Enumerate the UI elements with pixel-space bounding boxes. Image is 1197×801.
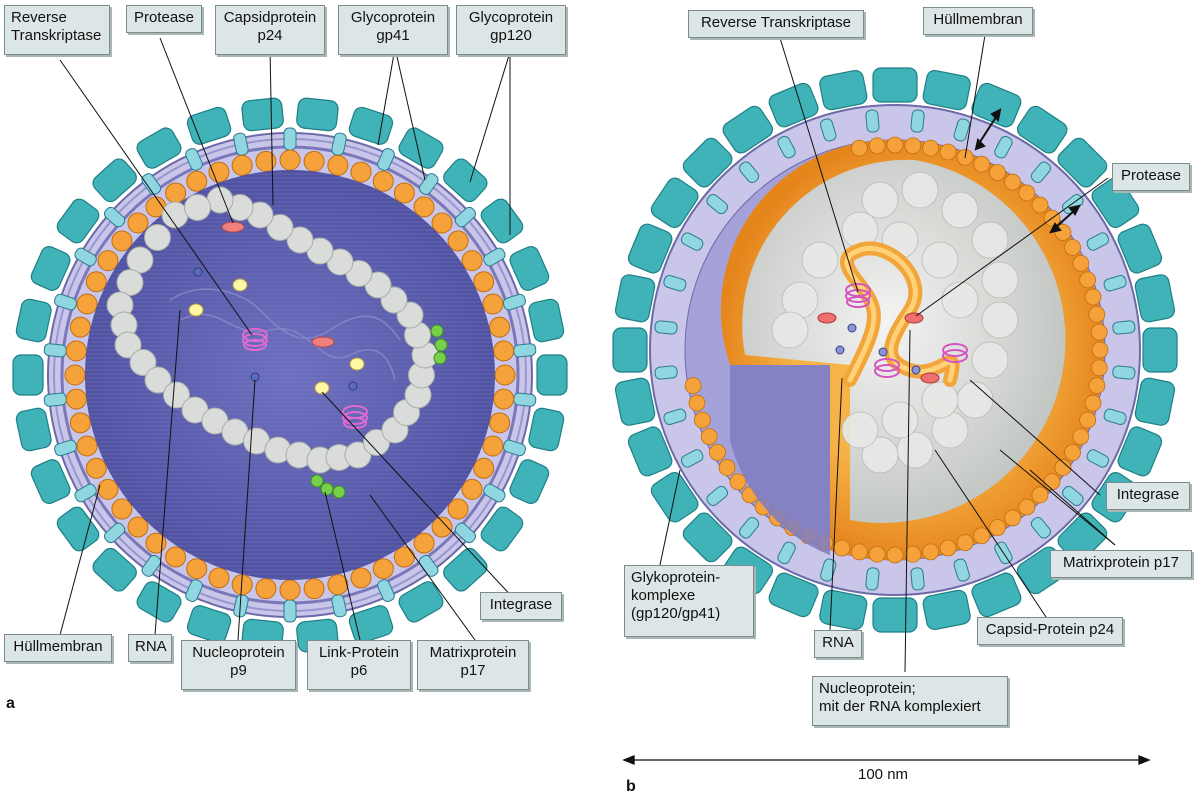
protease-b <box>905 313 923 323</box>
label-reverse-transkriptase-a: Reverse Transkriptase <box>4 5 110 55</box>
label-matrixprotein-a: Matrixprotein p17 <box>417 640 529 690</box>
label-rna-a: RNA <box>128 634 172 662</box>
label-glycoprotein-gp120-a: Glycoprotein gp120 <box>456 5 566 55</box>
label-protease-b: Protease <box>1112 163 1190 191</box>
scale-bar <box>624 756 1149 764</box>
panel-letter-a: a <box>6 695 15 713</box>
panel-letter-b: b <box>626 778 636 796</box>
label-capsidprotein-a: Capsidprotein p24 <box>215 5 325 55</box>
label-glycoprotein-gp41-a: Glycoprotein gp41 <box>338 5 448 55</box>
panel-b-virion <box>613 68 1177 632</box>
label-huellmembran-b: Hüllmembran <box>923 7 1033 35</box>
scale-bar-label: 100 nm <box>858 766 908 783</box>
label-protease-a: Protease <box>126 5 202 33</box>
panel-a-virion <box>13 97 567 652</box>
label-nucleoprotein-b: Nucleoprotein; mit der RNA komplexiert <box>812 676 1008 726</box>
label-integrase-a: Integrase <box>480 592 562 620</box>
label-huellmembran-a: Hüllmembran <box>4 634 112 662</box>
label-capsid-protein-b: Capsid-Protein p24 <box>977 617 1123 645</box>
nucleoprotein-a <box>251 373 259 381</box>
label-rna-b: RNA <box>814 630 862 658</box>
label-reverse-transkriptase-b: Reverse Transkriptase <box>688 10 864 38</box>
label-integrase-b: Integrase <box>1106 482 1190 510</box>
label-glykoprotein-komplexe-b: Glykoprotein- komplexe (gp120/gp41) <box>624 565 754 637</box>
label-nucleoprotein-a: Nucleoprotein p9 <box>181 640 296 690</box>
label-matrixprotein-b: Matrixprotein p17 <box>1050 550 1192 578</box>
label-link-protein-a: Link-Protein p6 <box>307 640 411 690</box>
protease-a <box>222 222 244 232</box>
